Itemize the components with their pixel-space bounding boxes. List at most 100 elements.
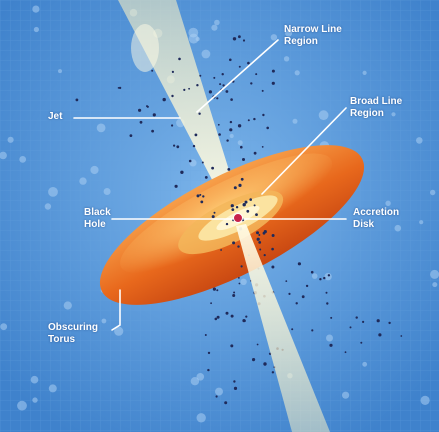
nlr-cloud: [311, 329, 313, 331]
nlr-cloud: [210, 302, 212, 304]
nlr-cloud: [212, 215, 215, 218]
nlr-cloud: [319, 278, 321, 280]
nlr-cloud: [243, 39, 245, 41]
label-accretion-disk: Accretion Disk: [353, 207, 399, 231]
nlr-cloud: [323, 277, 325, 279]
nlr-cloud: [249, 198, 252, 201]
nlr-cloud: [230, 98, 233, 101]
nlr-cloud: [239, 66, 241, 68]
nlr-cloud: [253, 118, 255, 120]
nlr-cloud: [222, 84, 224, 86]
nlr-cloud: [199, 194, 201, 196]
nlr-cloud: [195, 134, 198, 137]
nlr-cloud: [130, 134, 133, 137]
nlr-cloud: [271, 266, 274, 269]
nlr-cloud: [205, 176, 208, 179]
nlr-cloud: [227, 168, 230, 171]
nlr-cloud: [236, 206, 238, 208]
nlr-cloud: [272, 70, 275, 73]
nlr-cloud: [189, 160, 192, 163]
nlr-cloud: [216, 97, 218, 99]
nlr-cloud: [350, 326, 352, 328]
nlr-cloud: [219, 83, 221, 85]
nlr-cloud: [193, 145, 195, 147]
gas-cloud: [32, 6, 39, 13]
gas-cloud: [385, 201, 390, 206]
nlr-cloud: [356, 316, 358, 318]
nlr-cloud: [233, 380, 235, 382]
nlr-cloud: [216, 289, 218, 291]
nlr-cloud: [217, 316, 220, 319]
gas-cloud: [430, 190, 435, 195]
nlr-cloud: [245, 316, 247, 318]
nlr-cloud: [238, 277, 240, 279]
gas-cloud: [79, 177, 86, 184]
nlr-cloud: [257, 344, 259, 346]
nlr-cloud: [254, 204, 256, 206]
nlr-cloud: [285, 280, 287, 282]
gas-cloud: [432, 282, 437, 287]
nlr-cloud: [233, 37, 236, 40]
nlr-cloud: [178, 58, 181, 61]
nlr-cloud: [224, 401, 227, 404]
nlr-cloud: [213, 288, 216, 291]
gas-cloud: [230, 134, 234, 138]
gas-cloud: [31, 376, 39, 384]
gas-cloud: [45, 203, 51, 209]
nlr-cloud: [218, 133, 221, 136]
nlr-cloud: [241, 265, 243, 267]
gas-cloud: [419, 220, 423, 224]
nlr-cloud: [234, 186, 237, 189]
gas-cloud: [17, 401, 27, 411]
gas-cloud: [64, 301, 72, 309]
nlr-cloud: [175, 185, 178, 188]
nlr-cloud: [360, 342, 362, 344]
nlr-cloud: [330, 317, 332, 319]
gas-cloud: [97, 124, 106, 133]
nlr-cloud: [140, 121, 143, 124]
nlr-cloud: [262, 146, 264, 148]
nlr-cloud: [233, 292, 235, 294]
jet-knot: [131, 24, 159, 72]
nlr-cloud: [377, 319, 380, 322]
gas-cloud: [284, 56, 289, 61]
nlr-cloud: [326, 302, 328, 304]
nlr-cloud: [239, 283, 241, 285]
nlr-cloud: [388, 322, 390, 324]
nlr-cloud: [234, 387, 237, 390]
nlr-cloud: [264, 230, 267, 233]
nlr-cloud: [196, 84, 198, 86]
nlr-cloud: [214, 212, 216, 214]
nlr-cloud: [288, 293, 290, 295]
nlr-cloud: [171, 124, 173, 126]
nlr-cloud: [226, 139, 228, 141]
nlr-cloud: [263, 362, 266, 365]
gas-cloud: [295, 70, 300, 75]
gas-cloud: [102, 319, 107, 324]
nlr-cloud: [248, 119, 250, 121]
nlr-cloud: [226, 90, 229, 93]
nlr-cloud: [242, 319, 245, 322]
gas-cloud: [416, 137, 423, 144]
gas-cloud: [90, 166, 98, 174]
nlr-cloud: [138, 109, 141, 112]
gas-cloud: [211, 25, 217, 31]
nlr-cloud: [205, 334, 207, 336]
nlr-cloud: [262, 114, 264, 116]
nlr-cloud: [231, 204, 234, 207]
nlr-cloud: [202, 195, 204, 197]
nlr-cloud: [207, 369, 209, 371]
nlr-cloud: [262, 90, 264, 92]
gas-cloud: [48, 187, 58, 197]
nlr-cloud: [378, 333, 381, 336]
nlr-cloud: [306, 285, 308, 287]
label-obscuring-torus: Obscuring Torus: [48, 322, 98, 346]
nlr-cloud: [252, 358, 255, 361]
gas-cloud: [362, 362, 367, 367]
nlr-cloud: [250, 82, 252, 84]
nlr-cloud: [218, 124, 220, 126]
nlr-cloud: [311, 271, 314, 274]
nlr-cloud: [242, 158, 245, 161]
gas-cloud: [342, 392, 349, 399]
